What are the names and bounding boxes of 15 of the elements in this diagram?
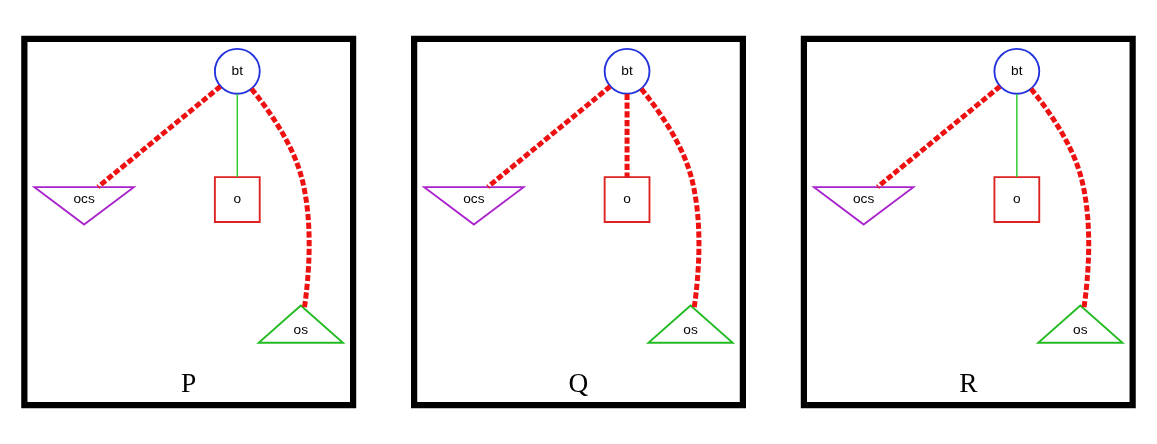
connector — [876, 84, 1002, 189]
node-circle: bt — [213, 47, 261, 95]
node-box: o — [993, 176, 1041, 223]
node-circle: bt — [603, 47, 651, 95]
node-box: o — [213, 176, 261, 223]
connector — [486, 84, 612, 189]
connector — [96, 84, 222, 189]
connector — [624, 93, 630, 177]
node-circle: bt — [993, 47, 1041, 95]
connector — [1016, 93, 1018, 178]
connector — [249, 87, 312, 309]
node-box: o — [603, 176, 651, 223]
connector — [639, 87, 702, 309]
connector — [1029, 87, 1092, 309]
connector — [236, 93, 239, 178]
